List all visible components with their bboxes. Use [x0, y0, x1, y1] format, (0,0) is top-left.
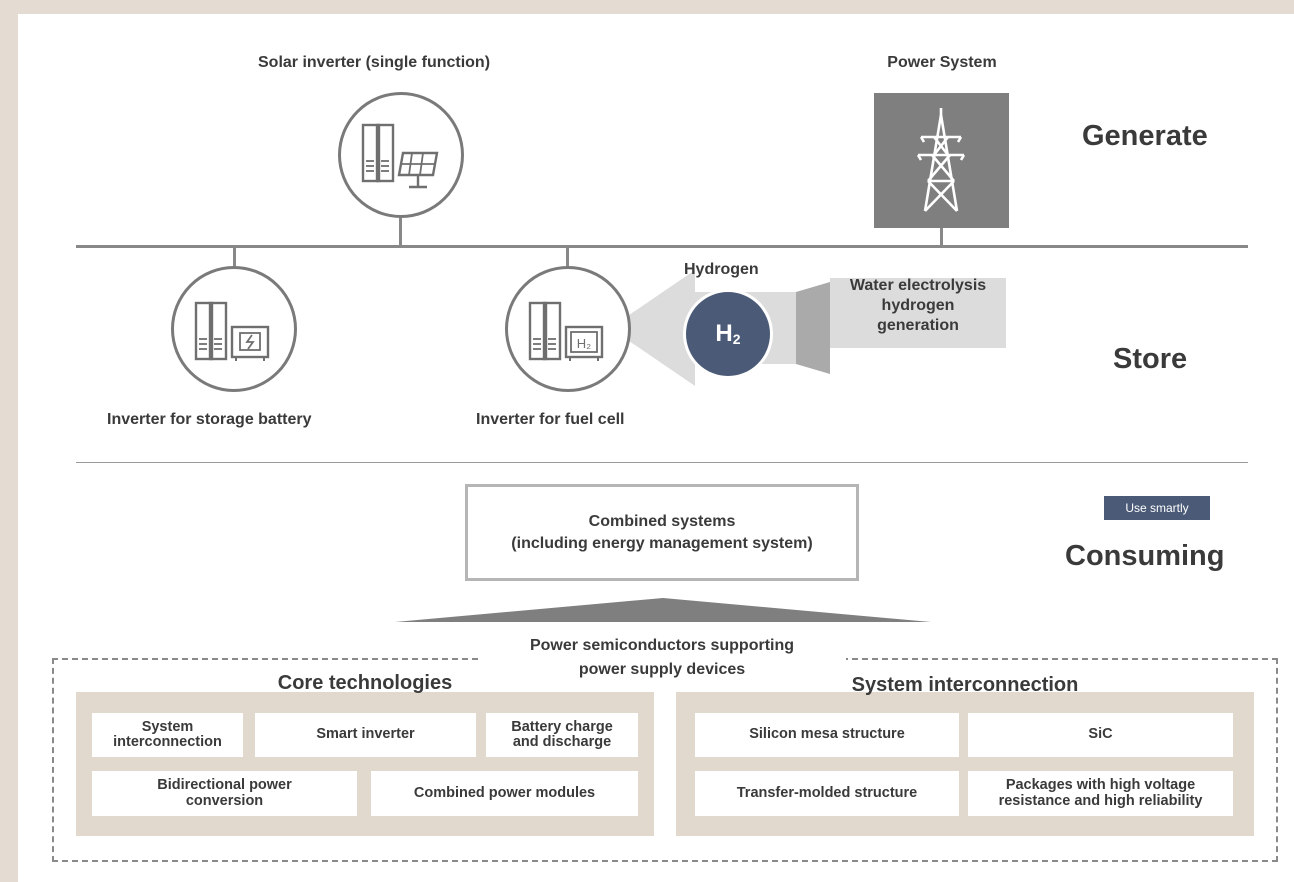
- water-electrolysis-label: Water electrolysis hydrogen generation: [830, 276, 1006, 336]
- combined-systems-box: Combined systems (including energy manag…: [465, 484, 859, 581]
- core-cell-combined-power-modules: Combined power modules: [371, 771, 638, 816]
- section-divider: [76, 462, 1248, 463]
- fuel-cell-inverter-icon: H₂: [505, 266, 631, 392]
- section-consuming: Consuming: [1065, 540, 1225, 572]
- cell-line: Packages with high voltage: [1005, 777, 1196, 794]
- solar-inverter-icon: [338, 92, 464, 218]
- cell-line: Bidirectional power: [157, 777, 292, 794]
- electrolysis-line: hydrogen: [881, 297, 955, 314]
- solar-inverter-label: Solar inverter (single function): [258, 54, 491, 71]
- cell-line: and discharge: [512, 734, 612, 750]
- system-interconnection-title: System interconnection: [851, 674, 1079, 696]
- combined-line: Combined systems: [588, 512, 736, 530]
- system-cell-sic: SiC: [968, 713, 1233, 757]
- core-technologies-title: Core technologies: [277, 672, 453, 694]
- use-smartly-badge: Use smartly: [1104, 496, 1210, 520]
- cell-line: Silicon mesa structure: [749, 726, 905, 743]
- h2-subscript: 2: [732, 331, 741, 347]
- power-system-label: Power System: [887, 54, 997, 71]
- electrolysis-line: generation: [877, 317, 959, 334]
- core-cell-smart-inverter: Smart inverter: [255, 713, 476, 757]
- cell-line: Transfer-molded structure: [736, 784, 918, 801]
- storage-battery-inverter-icon: [171, 266, 297, 392]
- cell-line: resistance and high reliability: [998, 792, 1203, 809]
- hydrogen-label: Hydrogen: [684, 261, 759, 278]
- cell-line: Battery charge: [511, 718, 613, 735]
- storage-connector: [233, 248, 236, 268]
- fuel-cell-connector: [566, 248, 569, 268]
- cell-line: conversion: [185, 792, 264, 809]
- fuel-cell-label: Inverter for fuel cell: [476, 411, 625, 428]
- combined-line: (including energy management system): [511, 534, 813, 552]
- section-generate: Generate: [1082, 120, 1208, 152]
- system-cell-transfer-molded: Transfer-molded structure: [695, 771, 959, 816]
- semiconductors-line: power supply devices: [578, 661, 746, 678]
- power-bus-line: [76, 245, 1248, 248]
- fuel-cell-h2-text: H₂: [577, 336, 591, 351]
- cell-line: Combined power modules: [413, 784, 596, 801]
- power-system-icon: [874, 93, 1009, 228]
- storage-battery-label: Inverter for storage battery: [107, 411, 312, 428]
- cell-line: Smart inverter: [316, 726, 415, 743]
- h2-symbol: H: [715, 320, 733, 347]
- cell-line: interconnection: [113, 734, 222, 750]
- electrolysis-line: Water electrolysis: [849, 277, 987, 294]
- cell-line: System: [141, 718, 194, 735]
- semiconductors-line: Power semiconductors supporting: [529, 637, 795, 654]
- support-pyramid: [395, 598, 931, 622]
- cell-line: SiC: [1088, 726, 1113, 743]
- semiconductors-label: Power semiconductors supporting power su…: [478, 634, 846, 682]
- section-store: Store: [1113, 343, 1188, 375]
- solar-connector: [399, 218, 402, 247]
- power-system-connector: [940, 228, 943, 247]
- system-cell-silicon-mesa: Silicon mesa structure: [695, 713, 959, 757]
